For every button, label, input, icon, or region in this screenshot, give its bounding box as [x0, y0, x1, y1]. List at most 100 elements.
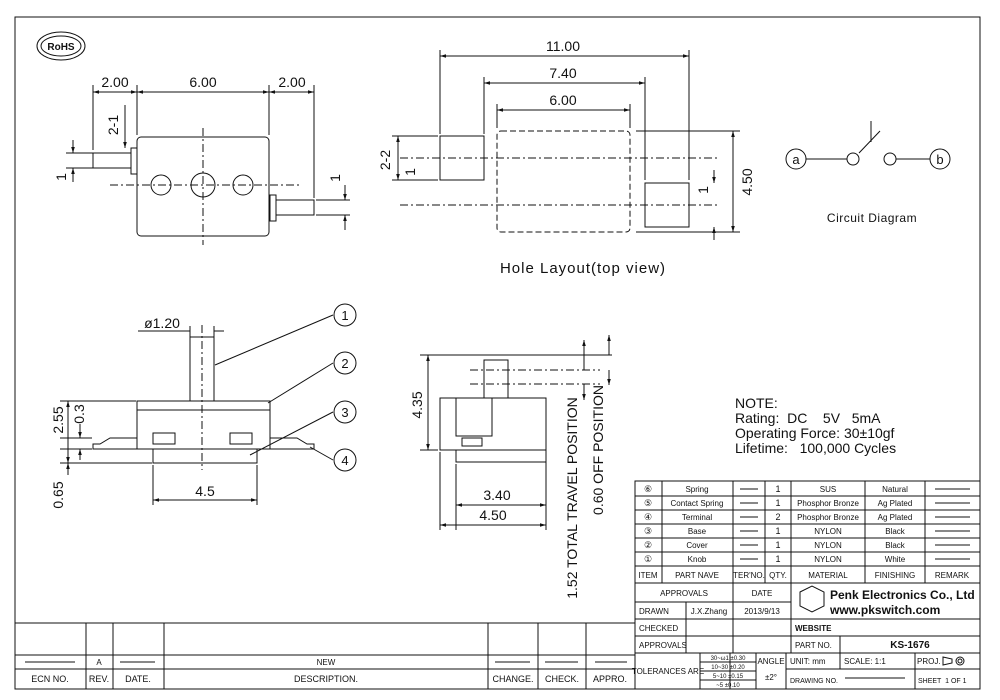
top-view: [66, 85, 350, 245]
bom-header-finishing: FINISHING: [875, 571, 915, 580]
rev-value: A: [96, 658, 102, 667]
tb-tolerances-label: TOLERANCES ARE: [632, 667, 704, 676]
tb-part-no-label: PART NO.: [795, 641, 832, 650]
bom-table-grid: [634, 480, 981, 584]
revision-block-grid: [14, 622, 636, 690]
front-dim-w: 4.5: [195, 483, 215, 499]
bom-name: Spring: [685, 485, 708, 494]
rev-header-description: DESCRIPTION.: [294, 674, 358, 684]
front-dim-h2: 0.3: [71, 404, 87, 424]
balloon-4: [333, 448, 357, 472]
balloon-1-label: 1: [341, 308, 348, 323]
tb-tol-2: 10~30 ±0.20: [711, 665, 745, 671]
tb-proj: PROJ.: [917, 657, 941, 666]
tb-website-label: WEBSITE: [795, 624, 832, 633]
bom-header-qty: QTY.: [769, 571, 787, 580]
top-dim-right: 2.00: [278, 74, 305, 90]
note-line-lifetime: Lifetime: 100,000 Cycles: [735, 440, 896, 456]
bom-finishing: Black: [885, 527, 906, 536]
bom-qty: 2: [775, 512, 780, 522]
side-dim-w1: 3.40: [483, 487, 510, 503]
note-line-force: Operating Force: 30±10gf: [735, 425, 895, 441]
tb-drawn-label: DRAWN: [639, 607, 669, 616]
bom-item: ⑤: [644, 498, 652, 508]
bom-finishing: White: [885, 555, 906, 564]
tb-drawing-no: DRAWING NO.: [790, 678, 838, 685]
bom-item: ①: [644, 554, 652, 564]
balloon-3-label: 3: [341, 405, 348, 420]
rev-header-appro: APPRO.: [593, 674, 627, 684]
bom-name: Cover: [686, 541, 708, 550]
tb-sheet: SHEET 1 OF 1: [918, 678, 967, 685]
side-dim-w2: 4.50: [479, 507, 506, 523]
top-dim-v1: 2-1: [105, 115, 121, 135]
balloon-2-label: 2: [341, 356, 348, 371]
tb-angle-label: ANGLE: [757, 657, 784, 666]
side-dim-off: 0.60 OFF POSITION: [590, 385, 606, 515]
bom-material: NYLON: [814, 541, 842, 550]
side-view: [420, 335, 612, 530]
hole-dim-h-left2: 1: [402, 168, 418, 176]
bom-qty: 1: [775, 484, 780, 494]
balloon-3: [333, 400, 357, 424]
bom-header-ter: TER'NO.: [733, 571, 765, 580]
top-dim-v2: 1: [53, 173, 69, 181]
rev-header-change: CHANGE.: [492, 674, 533, 684]
circuit-diagram: [785, 121, 951, 170]
tb-website-url: www.pkswitch.com: [829, 603, 940, 617]
rev-header-rev: REV.: [89, 674, 109, 684]
bom-finishing: Black: [885, 541, 906, 550]
top-dim-left: 2.00: [101, 74, 128, 90]
note-title: NOTE:: [735, 395, 778, 411]
balloon-1: [333, 303, 357, 327]
bom-header-name: PART NAVE: [675, 571, 719, 580]
tb-checked: CHECKED: [639, 624, 678, 633]
hole-dim-outer: 11.00: [546, 38, 580, 54]
rohs-label: RoHS: [47, 42, 75, 53]
circuit-caption: Circuit Diagram: [827, 211, 917, 225]
bom-material: Phosphor Bronze: [797, 499, 859, 508]
bom-item: ⑥: [644, 484, 652, 494]
tb-approvals2: APPROVALS: [639, 641, 687, 650]
front-view: [60, 303, 357, 505]
side-dim-travel: 1.52 TOTAL TRAVEL POSITION: [564, 397, 580, 599]
title-block-grid: [634, 582, 981, 690]
hole-dim-mid: 7.40: [549, 65, 576, 81]
front-dim-dia: ø1.20: [144, 315, 180, 331]
bom-qty: 1: [775, 498, 780, 508]
rev-desc: NEW: [317, 658, 336, 667]
bom-item: ③: [644, 526, 652, 536]
bom-name: Terminal: [682, 513, 712, 522]
rohs-badge: [36, 31, 86, 61]
bom-item: ②: [644, 540, 652, 550]
tb-unit: UNIT: mm: [790, 657, 826, 666]
bom-qty: 1: [775, 526, 780, 536]
bom-table: ⑥ Spring 1 SUS Natural ⑤ Contact Spring …: [638, 484, 969, 580]
hole-dim-h-right: 4.50: [739, 168, 755, 195]
bom-material: NYLON: [814, 527, 842, 536]
circuit-terminal-b: b: [936, 152, 943, 167]
hole-layout-caption: Hole Layout(top view): [500, 260, 666, 277]
bom-finishing: Ag Plated: [878, 513, 913, 522]
tb-date: DATE: [752, 589, 773, 598]
tb-drawn-name: J.X.Zhang: [691, 607, 727, 616]
balloon-4-label: 4: [341, 453, 348, 468]
tb-part-no: KS-1676: [890, 640, 930, 651]
bom-name: Contact Spring: [671, 499, 724, 508]
front-dim-h1: 2.55: [50, 406, 66, 433]
rev-header-date: DATE.: [125, 674, 151, 684]
note-line-rating: Rating: DC 5V 5mA: [735, 410, 881, 426]
bom-qty: 1: [775, 540, 780, 550]
tb-approvals: APPROVALS: [660, 589, 708, 598]
rev-header-ecn: ECN NO.: [31, 674, 69, 684]
bom-item: ④: [644, 512, 652, 522]
tb-company: Penk Electronics Co., Ltd: [830, 588, 975, 602]
bom-name: Base: [688, 527, 707, 536]
hole-dim-inner: 6.00: [549, 92, 576, 108]
top-dim-mid: 6.00: [189, 74, 216, 90]
tb-tol-3: 5~10 ±0.15: [713, 674, 744, 680]
bom-material: NYLON: [814, 555, 842, 564]
bom-header-remark: REMARK: [935, 571, 970, 580]
tb-tol-4: ~5 ±0.10: [716, 683, 740, 689]
